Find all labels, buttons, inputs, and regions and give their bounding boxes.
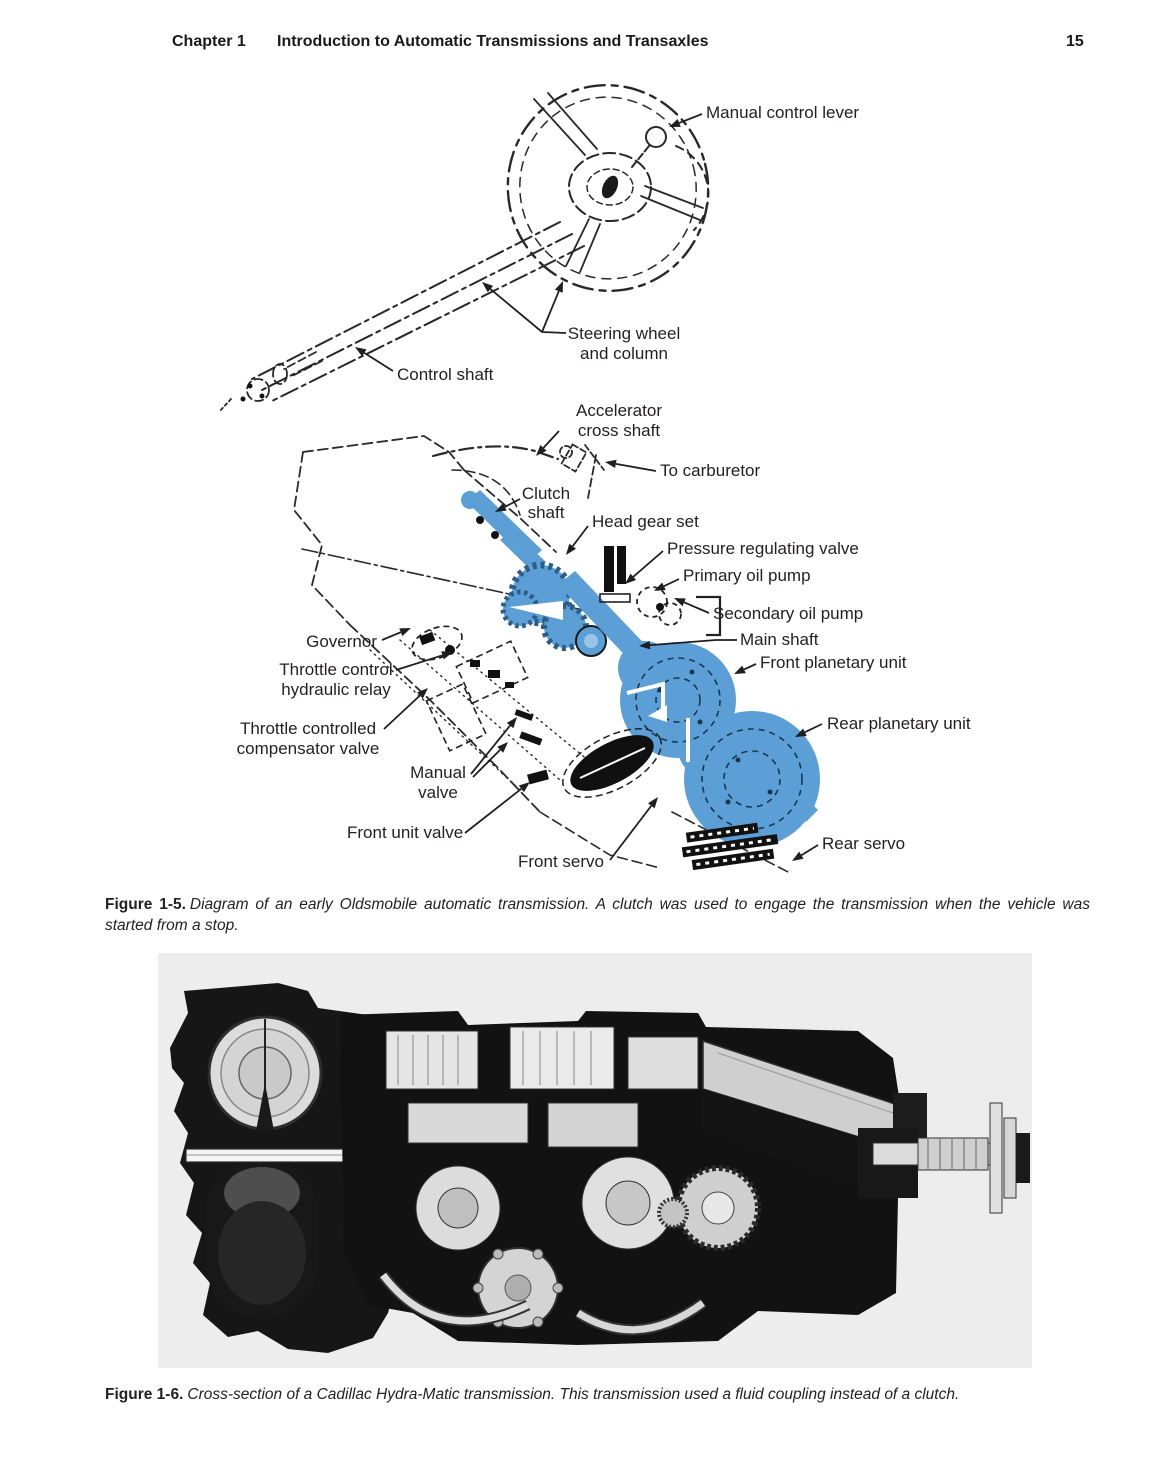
label-to-carburetor: To carburetor — [660, 461, 761, 480]
label-main-shaft: Main shaft — [740, 630, 819, 649]
figure-1-5-caption-label: Figure 1-5. — [105, 896, 186, 913]
figure-1-6-photo — [158, 953, 1032, 1368]
carburetor-linkage-drawing — [559, 443, 605, 499]
label-accelerator-line1: Accelerator — [576, 401, 662, 420]
steering-wheel-drawing — [218, 83, 710, 413]
chapter-title: Introduction to Automatic Transmissions … — [277, 33, 709, 50]
figure-1-6-caption-text: Cross-section of a Cadillac Hydra-Matic … — [187, 1386, 960, 1403]
label-throttle-control-line2: hydraulic relay — [281, 680, 391, 699]
label-front-servo: Front servo — [518, 852, 604, 871]
label-clutch-line2: shaft — [527, 503, 565, 522]
figure-1-6-caption: Figure 1-6.Cross-section of a Cadillac H… — [105, 1384, 1090, 1405]
label-rear-servo: Rear servo — [822, 834, 906, 853]
label-steering-wheel-line2: and column — [580, 344, 668, 363]
page-number: 15 — [1066, 33, 1084, 50]
pressure-regulating-valve-drawing — [604, 546, 614, 592]
fluid-coupling — [207, 1015, 323, 1131]
label-throttle-compensator-line1: Throttle controlled — [239, 719, 377, 738]
tail-cone-and-output-shaft — [702, 1039, 1030, 1214]
highlighted-drivetrain — [461, 490, 820, 847]
figure-1-5-caption: Figure 1-5.Diagram of an early Oldsmobil… — [105, 894, 1090, 936]
label-governor: Governor — [306, 632, 377, 651]
label-control-shaft: Control shaft — [397, 365, 494, 384]
oil-hoses — [378, 1271, 707, 1336]
label-leader-arrows — [355, 113, 823, 861]
label-manual-valve-line1: Manual — [410, 763, 466, 782]
label-rear-planetary-unit: Rear planetary unit — [827, 714, 971, 733]
figure-1-5-diagram — [218, 83, 823, 873]
label-manual-control-lever: Manual control lever — [706, 103, 860, 122]
accelerator-cross-shaft-drawing — [431, 445, 560, 461]
rear-servo-drawing — [681, 822, 779, 871]
relay-and-valves-drawing — [425, 640, 549, 785]
bolt-cover — [472, 1247, 564, 1329]
label-secondary-oil-pump: Secondary oil pump — [713, 604, 864, 623]
figure-1-6-caption-label: Figure 1-6. — [105, 1386, 184, 1403]
label-throttle-compensator-line2: compensator valve — [236, 739, 380, 758]
label-clutch-line1: Clutch — [521, 484, 571, 503]
manual-control-lever-drawing — [631, 145, 650, 168]
oil-pump-drawing — [636, 586, 722, 637]
label-throttle-control-line1: Throttle control — [279, 660, 393, 679]
label-pressure-regulating-valve: Pressure regulating valve — [667, 539, 859, 558]
control-shaft-drawing — [218, 351, 323, 413]
front-servo-drawing — [562, 728, 662, 798]
label-head-gear-set: Head gear set — [592, 512, 699, 531]
label-primary-oil-pump: Primary oil pump — [683, 566, 811, 585]
rear-planetary-blue — [684, 711, 820, 847]
chapter-label: Chapter 1 — [172, 33, 246, 50]
gearbox-internals — [385, 1026, 761, 1251]
label-front-planetary-unit: Front planetary unit — [760, 653, 907, 672]
label-manual-valve-line2: valve — [418, 783, 458, 802]
steering-column-drawing — [251, 221, 585, 403]
hydra-matic-cross-section — [158, 953, 1032, 1368]
figure-1-5-caption-text: Diagram of an early Oldsmobile automatic… — [105, 896, 1090, 934]
label-steering-wheel-line1: Steering wheel — [567, 324, 681, 343]
oil-drum — [206, 1158, 318, 1318]
label-accelerator-line2: cross shaft — [577, 421, 661, 440]
valve-body-details — [411, 516, 779, 871]
label-front-unit-valve: Front unit valve — [347, 823, 464, 842]
governor-drawing — [411, 625, 463, 661]
